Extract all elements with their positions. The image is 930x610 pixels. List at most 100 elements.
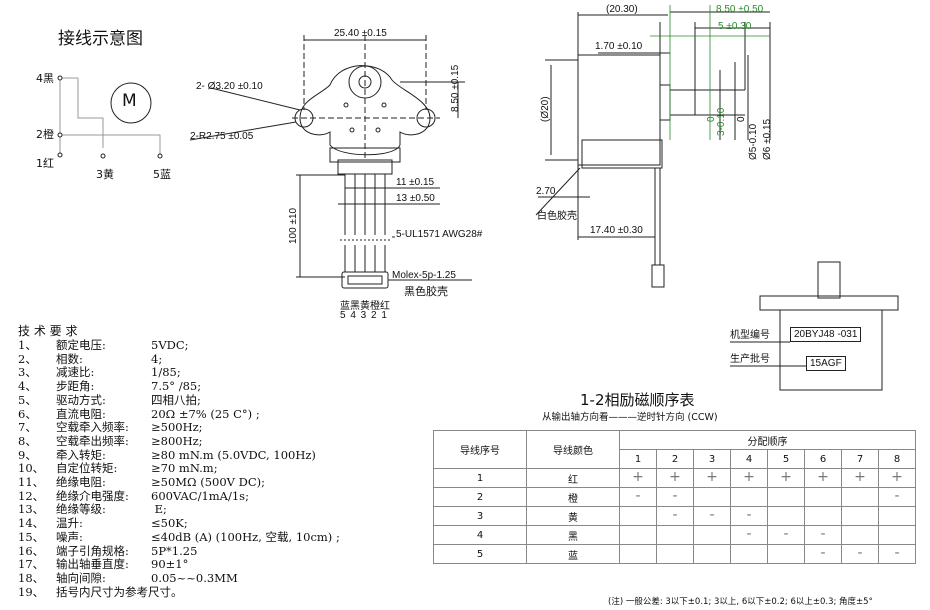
dim-flange: 1.70 ±0.10	[595, 41, 643, 52]
sequence-cell	[878, 506, 916, 526]
wire-color-cell: 橙	[526, 487, 620, 507]
plus-symbol: +	[817, 469, 829, 485]
batch-value: 15AGF	[806, 356, 846, 371]
spec-number: 3、	[18, 365, 37, 380]
minus-symbol: -	[709, 507, 715, 523]
minus-symbol: -	[820, 526, 826, 542]
sequence-cell	[656, 525, 694, 545]
minus-symbol: -	[783, 526, 789, 542]
sequence-cell	[804, 487, 842, 507]
spec-item: 3、减速比:1/85;	[18, 364, 181, 380]
spec-item: 14、温升:≤50K;	[18, 515, 188, 531]
spec-key: 额定电压:	[56, 338, 106, 352]
dim-height-top: 8.50 ±0.15	[450, 64, 461, 112]
spec-item: 19、括号内尺寸为参考尺寸。	[18, 584, 183, 600]
dim-lead-length: 100 ±10	[288, 207, 299, 244]
spec-item: 8、空载牵出频率:≥800Hz;	[18, 433, 203, 449]
dim-d5-b: Ø5-0.10	[748, 123, 759, 160]
col-wire-no: 导线序号	[433, 430, 527, 469]
sequence-cell	[841, 487, 879, 507]
col-wire-color: 导线颜色	[526, 430, 620, 469]
plus-symbol: +	[632, 469, 644, 485]
cable-spec: 5-UL1571 AWG28#	[396, 229, 483, 240]
sequence-cell	[767, 544, 805, 564]
dim-2-70: 2.70	[536, 186, 556, 197]
front-view-motor	[189, 35, 472, 289]
sequence-subtitle: 从输出轴方向看———逆时针方向 (CCW)	[542, 412, 718, 423]
sequence-cell: +	[878, 468, 916, 488]
spec-key: 轴向间隙:	[56, 570, 106, 585]
sequence-cell: -	[841, 544, 879, 564]
spec-number: 12、	[18, 488, 45, 503]
sequence-cell	[878, 525, 916, 545]
dim-d5-a: 0	[736, 116, 747, 122]
spec-number: 9、	[18, 447, 37, 462]
plus-symbol: +	[891, 469, 903, 485]
spec-number: 10、	[18, 461, 45, 476]
minus-symbol: -	[894, 488, 900, 504]
spec-number: 6、	[18, 406, 37, 421]
spec-value: ≥500Hz;	[151, 420, 203, 435]
spec-item: 6、直流电阻:20Ω ±7% (25 C°) ;	[18, 406, 260, 422]
wiring-schematic	[57, 75, 163, 159]
connector-spec: Molex-5p-1.25	[392, 270, 456, 281]
dim-11: 11 ±0.15	[396, 177, 435, 188]
sequence-cell	[619, 506, 657, 526]
spec-number: 1、	[18, 338, 37, 352]
spec-item: 16、端子引角规格:5P*1.25	[18, 543, 197, 559]
spec-item: 13、绝缘等级: E;	[18, 501, 167, 517]
spec-item: 9、牵入转矩:≥80 mN.m (5.0VDC, 100Hz)	[18, 447, 316, 463]
spec-number: 4、	[18, 379, 37, 394]
spec-key: 驱动方式:	[56, 392, 106, 407]
spec-item: 12、绝缘介电强度:600VAC/1mA/1s;	[18, 488, 249, 504]
sequence-cell	[841, 506, 879, 526]
wire-color-cell: 黑	[526, 525, 620, 545]
minus-symbol: -	[746, 526, 752, 542]
spec-value: 4;	[151, 351, 163, 366]
dim-shaft-step: 5 ±0.30	[718, 21, 752, 32]
motor-label: M	[122, 91, 137, 111]
minus-symbol: -	[820, 545, 826, 561]
dim-shaft-length: 8.50 ±0.50	[716, 4, 764, 15]
pin-5-label: 5蓝	[153, 168, 171, 181]
dim-13: 13 ±0.50	[396, 193, 435, 204]
wire-no-cell: 4	[433, 525, 527, 545]
step-header: 2	[656, 449, 694, 469]
spec-number: 8、	[18, 433, 37, 448]
sequence-cell	[693, 544, 731, 564]
spec-key: 括号内尺寸为参考尺寸。	[56, 584, 183, 599]
sequence-cell: +	[656, 468, 694, 488]
motor-symbol	[110, 82, 152, 124]
side-view-motor	[535, 11, 771, 288]
spec-number: 15、	[18, 529, 45, 544]
spec-key: 噪声:	[56, 529, 83, 544]
spec-value: ≥70 mN.m;	[151, 461, 218, 476]
pin-1-label: 1红	[36, 157, 54, 170]
specs-heading: 技 术 要 求	[18, 324, 78, 338]
model-value: 20BYJ48 -031	[790, 327, 862, 342]
spec-item: 18、轴向间隙:0.05~~0.3MM	[18, 570, 238, 586]
wire-no-cell: 2	[433, 487, 527, 507]
spec-number: 18、	[18, 570, 45, 585]
sequence-cell: +	[730, 468, 768, 488]
spec-number: 13、	[18, 502, 45, 517]
spec-value: 90±1°	[151, 557, 189, 572]
dim-diameter: (Ø20)	[540, 96, 551, 122]
plus-symbol: +	[854, 469, 866, 485]
sequence-cell: -	[730, 525, 768, 545]
spec-key: 减速比:	[56, 365, 95, 380]
spec-value: 20Ω ±7% (25 C°) ;	[151, 406, 260, 421]
spec-number: 16、	[18, 543, 45, 558]
minus-symbol: -	[894, 545, 900, 561]
spec-value: 四相八拍;	[151, 392, 201, 407]
white-housing-label: 白色胶壳	[537, 211, 577, 222]
sequence-cell: +	[841, 468, 879, 488]
spec-number: 7、	[18, 420, 37, 435]
spec-value: ≥80 mN.m (5.0VDC, 100Hz)	[151, 447, 316, 462]
pin-2-label: 2橙	[36, 128, 54, 141]
